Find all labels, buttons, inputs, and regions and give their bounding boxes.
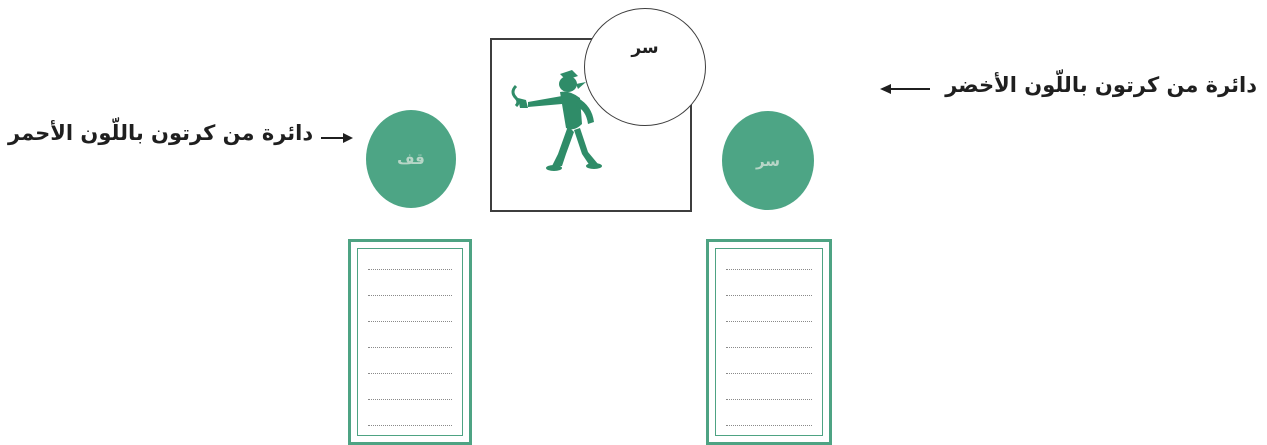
go-lined-sheet xyxy=(706,239,832,445)
green-circle-label: دائرة من كرتون باللّون الأخضر xyxy=(945,73,1257,97)
stop-lined-sheet xyxy=(348,239,472,445)
speech-bubble: سر xyxy=(584,8,706,126)
stop-circle-text: قف xyxy=(397,150,425,168)
red-circle-label: دائرة من كرتون باللّون الأحمر xyxy=(8,121,313,145)
go-circle-text: سر xyxy=(756,152,780,170)
go-circle: سر xyxy=(722,111,814,210)
speech-bubble-text: سر xyxy=(631,38,658,58)
stop-circle: قف xyxy=(366,110,456,208)
